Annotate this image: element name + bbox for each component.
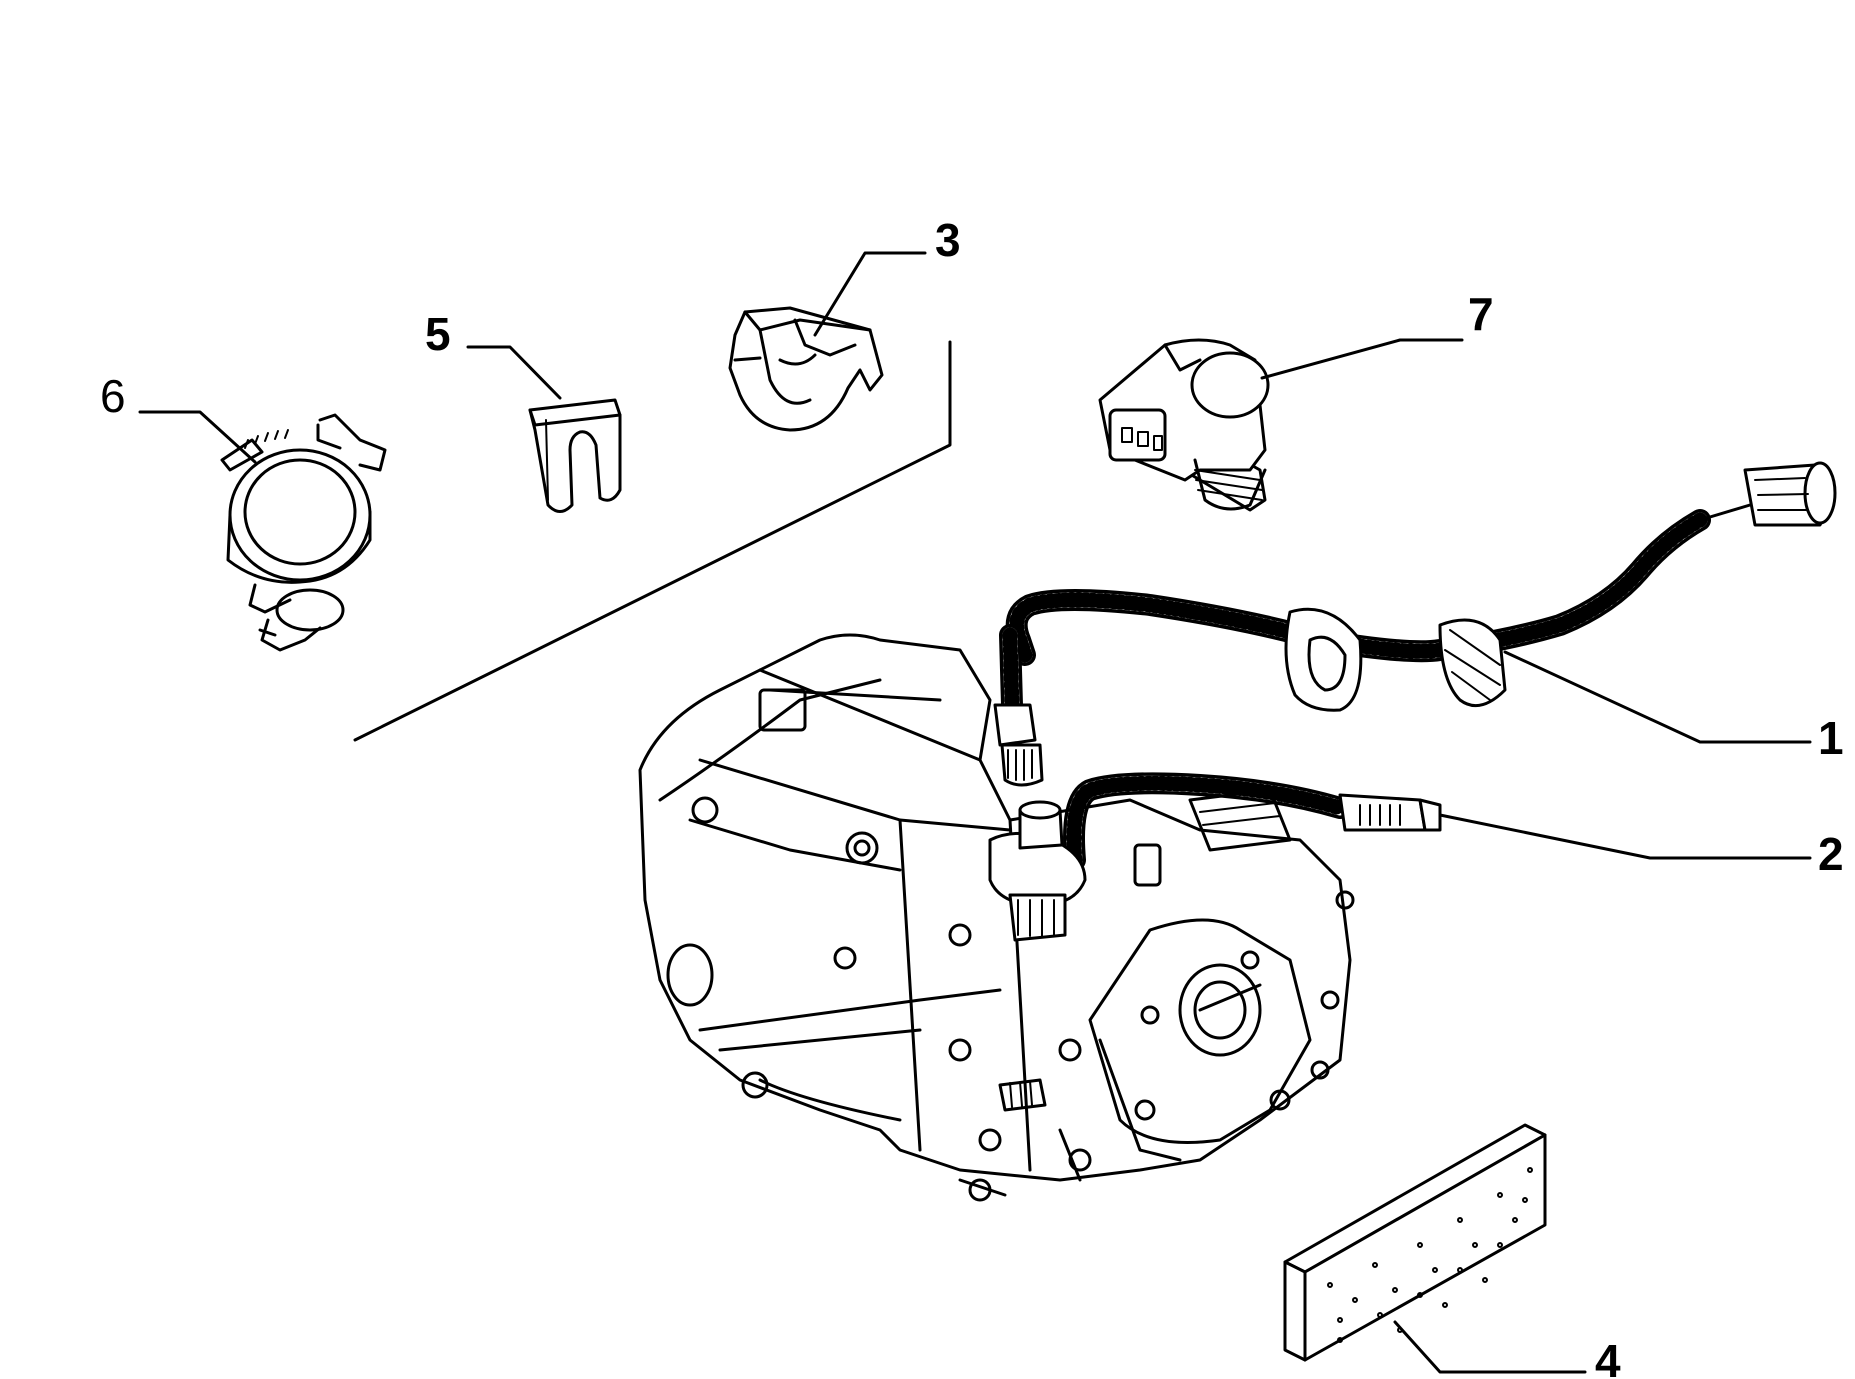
callout-3: 3: [935, 214, 961, 266]
part-speed-sensor: [1098, 338, 1270, 512]
gearbox-housing: [638, 633, 1355, 1202]
separator-line: [353, 340, 952, 742]
leader-2: [1438, 813, 1812, 860]
leader-6: [138, 410, 257, 464]
part-sensor-cable: [993, 461, 1837, 787]
leader-4: [1393, 1320, 1587, 1374]
part-fork-clip: [528, 398, 622, 513]
part-cable-clip: [728, 306, 884, 432]
callout-6: 6: [100, 370, 126, 422]
callout-5: 5: [425, 308, 451, 360]
callout-7: 7: [1468, 288, 1494, 340]
leader-1: [1503, 650, 1812, 744]
callout-1: 1: [1818, 712, 1844, 764]
part-cable-clamp: [220, 413, 387, 652]
part-odometer-connector: [1063, 772, 1442, 871]
part-foam-pad: [1283, 1123, 1547, 1362]
leader-lines: [138, 251, 1812, 1374]
leader-5: [466, 345, 562, 400]
callout-2: 2: [1818, 828, 1844, 880]
leader-7: [1260, 338, 1464, 380]
leader-3: [813, 251, 927, 337]
mounted-sensor: [988, 800, 1087, 942]
callout-4: 4: [1595, 1335, 1621, 1379]
